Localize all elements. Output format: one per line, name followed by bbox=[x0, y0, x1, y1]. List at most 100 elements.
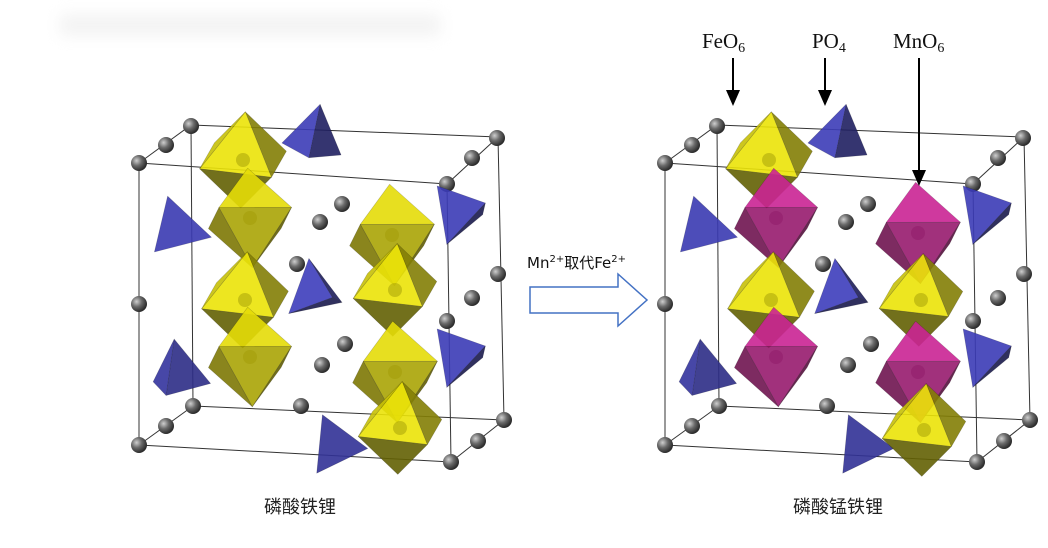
po4-tetrahedron bbox=[154, 196, 211, 252]
po4-tetrahedron bbox=[282, 104, 341, 158]
li-atom bbox=[489, 130, 505, 146]
unit-cell-edge bbox=[719, 406, 1030, 420]
po4-pointer-arrow bbox=[818, 58, 832, 106]
fe-atom bbox=[764, 293, 778, 307]
mn-atom bbox=[911, 226, 925, 240]
li-atom bbox=[990, 290, 1006, 306]
po4-tetrahedron bbox=[437, 329, 485, 388]
li-atom bbox=[464, 150, 480, 166]
feo6-label: FeO6 bbox=[702, 31, 745, 52]
li-atom bbox=[657, 155, 673, 171]
substitution-charge2: 2+ bbox=[611, 254, 626, 265]
fe-atom bbox=[393, 421, 407, 435]
mno6-label-base: MnO bbox=[893, 29, 937, 53]
mno6-pointer-arrow bbox=[912, 58, 926, 186]
li-atom bbox=[1022, 412, 1038, 428]
mn-atom bbox=[769, 350, 783, 364]
feo6-arrow-head bbox=[726, 90, 740, 106]
li-atom bbox=[131, 296, 147, 312]
feo6-label-base: FeO bbox=[702, 29, 738, 53]
po4-tetrahedron-face bbox=[680, 196, 737, 252]
po4-label-base: PO bbox=[812, 29, 839, 53]
po4-tetrahedron bbox=[808, 104, 867, 158]
po4-tetrahedron bbox=[963, 329, 1011, 388]
fe-atom bbox=[914, 293, 928, 307]
li-atom bbox=[312, 214, 328, 230]
caption-left: 磷酸铁锂 bbox=[264, 493, 336, 519]
li-atom bbox=[969, 454, 985, 470]
lifepo4-unit-cell bbox=[131, 104, 512, 474]
li-atom bbox=[131, 437, 147, 453]
po4-label: PO4 bbox=[812, 31, 846, 52]
po4-tetrahedron bbox=[679, 339, 737, 395]
fe-atom bbox=[236, 153, 250, 167]
li-atom bbox=[185, 398, 201, 414]
po4-tetrahedron-face bbox=[843, 415, 894, 474]
li-atom bbox=[709, 118, 725, 134]
li-atom bbox=[990, 150, 1006, 166]
li-atom bbox=[860, 196, 876, 212]
li-atom bbox=[657, 437, 673, 453]
po4-tetrahedron bbox=[680, 196, 737, 252]
caption-right: 磷酸锰铁锂 bbox=[793, 493, 883, 519]
li-atom bbox=[996, 433, 1012, 449]
li-atom bbox=[496, 412, 512, 428]
fe-atom bbox=[243, 350, 257, 364]
unit-cell-edge bbox=[139, 163, 447, 184]
li-atom bbox=[1016, 266, 1032, 282]
po4-tetrahedron bbox=[843, 415, 894, 474]
unit-cell-edge bbox=[665, 163, 973, 184]
limnfepo4-unit-cell bbox=[657, 104, 1038, 476]
mno6-octahedron-face bbox=[886, 182, 960, 222]
li-atom bbox=[1015, 130, 1031, 146]
po4-tetrahedron-face bbox=[317, 415, 368, 474]
po4-tetrahedron-face bbox=[154, 196, 211, 252]
fe-atom bbox=[388, 283, 402, 297]
substitution-ion1: Mn bbox=[527, 254, 549, 272]
po4-tetrahedron bbox=[153, 339, 211, 395]
fe-atom bbox=[762, 153, 776, 167]
fe-atom bbox=[917, 423, 931, 437]
unit-cell-edge bbox=[193, 406, 504, 420]
po4-label-subscript: 4 bbox=[839, 41, 846, 56]
li-atom bbox=[819, 398, 835, 414]
po4-tetrahedron bbox=[317, 415, 368, 474]
li-atom bbox=[293, 398, 309, 414]
substitution-charge1: 2+ bbox=[549, 254, 564, 265]
li-atom bbox=[711, 398, 727, 414]
li-atom bbox=[183, 118, 199, 134]
feo6-label-subscript: 6 bbox=[738, 41, 745, 56]
substitution-label: Mn2+取代Fe2+ bbox=[527, 252, 626, 273]
li-atom bbox=[334, 196, 350, 212]
mno6-label: MnO6 bbox=[893, 31, 944, 52]
li-atom bbox=[657, 296, 673, 312]
li-atom bbox=[838, 214, 854, 230]
li-atom bbox=[131, 155, 147, 171]
substitution-arrow bbox=[530, 274, 647, 326]
li-atom bbox=[840, 357, 856, 373]
fe-atom bbox=[385, 228, 399, 242]
li-atom bbox=[337, 336, 353, 352]
li-atom bbox=[815, 256, 831, 272]
po4-arrow-head bbox=[818, 90, 832, 106]
feo6-octahedron-face bbox=[360, 184, 434, 224]
substitution-verb: 取代 bbox=[564, 254, 594, 272]
fe-atom bbox=[238, 293, 252, 307]
feo6-pointer-arrow bbox=[726, 58, 740, 106]
li-atom bbox=[470, 433, 486, 449]
li-atom bbox=[289, 256, 305, 272]
li-atom bbox=[684, 418, 700, 434]
li-atom bbox=[314, 357, 330, 373]
po4-tetrahedron bbox=[963, 186, 1011, 245]
mno6-arrow-head bbox=[912, 170, 926, 186]
mn-atom bbox=[769, 211, 783, 225]
li-atom bbox=[684, 137, 700, 153]
po4-tetrahedron bbox=[437, 186, 485, 245]
mno6-label-subscript: 6 bbox=[937, 41, 944, 56]
li-atom bbox=[443, 454, 459, 470]
li-atom bbox=[464, 290, 480, 306]
polyhedra bbox=[153, 104, 485, 474]
fe-atom bbox=[243, 211, 257, 225]
